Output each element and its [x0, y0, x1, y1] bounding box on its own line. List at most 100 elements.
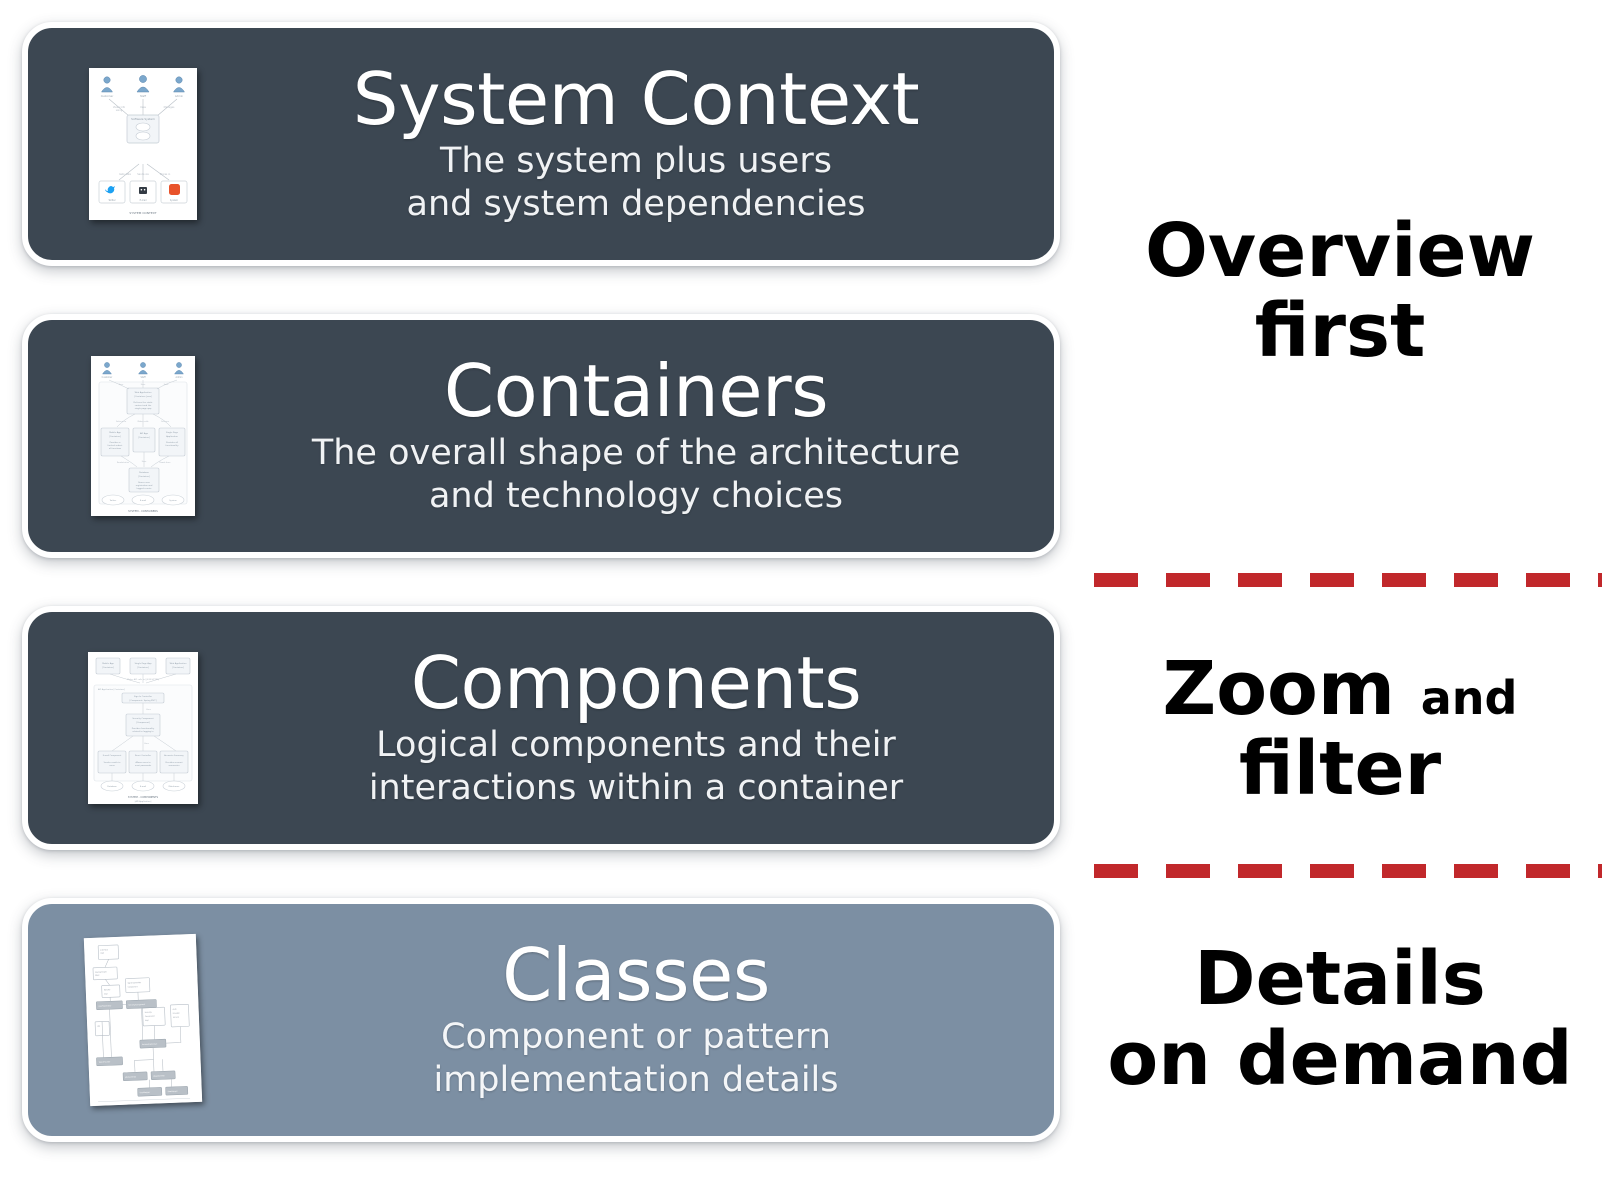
svg-text:using: using — [116, 109, 123, 112]
svg-text:SYSTEM - CONTAINERS: SYSTEM - CONTAINERS — [128, 509, 158, 513]
svg-text:Mobile App: Mobile App — [109, 431, 121, 434]
svg-text:Sign In Controller: Sign In Controller — [134, 695, 152, 698]
svg-text:Delivers: Delivers — [161, 420, 169, 423]
svg-text:Provides a: Provides a — [110, 441, 121, 444]
svg-text:Twitter: Twitter — [110, 499, 117, 502]
svg-text:Twitter: Twitter — [108, 199, 115, 202]
svg-text:Accounts Summary: Accounts Summary — [164, 754, 184, 757]
svg-text:content and the: content and the — [135, 404, 152, 407]
card-subtitle: The system plus users and system depende… — [407, 140, 866, 225]
annotation-zoom-and-filter: Zoom and filter — [1078, 649, 1602, 812]
svg-text:Mobile App: Mobile App — [102, 662, 114, 665]
svg-text:related to logging in: related to logging in — [132, 730, 154, 733]
svg-text:registration and: registration and — [136, 484, 153, 487]
svg-text:Base: Base — [95, 975, 99, 977]
svg-text:Component: Component — [128, 985, 138, 988]
svg-text:Admin: Admin — [175, 94, 184, 98]
svg-text:Customer: Customer — [101, 94, 115, 98]
svg-text:SecurityComponent: SecurityComponent — [128, 1003, 145, 1007]
svg-text:of functions: of functions — [109, 447, 121, 450]
svg-text:Security: Security — [145, 1011, 152, 1014]
svg-text:logged events: logged events — [137, 487, 152, 490]
card-text-containers: Containers The overall shape of the arch… — [258, 348, 1054, 518]
svg-text:Reset Controller: Reset Controller — [135, 754, 151, 757]
annotation-line1-big: Zoom — [1162, 646, 1395, 732]
svg-text:Service: Service — [173, 1016, 179, 1019]
svg-text:Sends via: Sends via — [137, 173, 149, 176]
svg-text:AuthenticationSvc: AuthenticationSvc — [142, 1042, 158, 1046]
card-subtitle-line2: interactions within a container — [368, 767, 904, 808]
svg-text:SYSTEM - COMPONENTS: SYSTEM - COMPONENTS — [128, 795, 159, 799]
svg-text:[Container: Java]: [Container: Java] — [134, 395, 152, 398]
svg-text:users: users — [109, 764, 114, 767]
svg-text:Provider: Provider — [173, 1012, 180, 1015]
svg-text:Impl: Impl — [104, 993, 108, 995]
card-subtitle-line2: and technology choices — [428, 475, 844, 516]
card-text-classes: Classes Component or pattern implementat… — [258, 932, 1054, 1102]
svg-text:Views info: Views info — [113, 106, 126, 109]
svg-text:Web Application: Web Application — [170, 662, 187, 665]
card-subtitle-line1: The overall shape of the architecture — [311, 433, 961, 474]
svg-text:Provides account: Provides account — [165, 761, 182, 764]
svg-text:Provides functionality: Provides functionality — [132, 727, 155, 730]
card-subtitle-line1: Logical components and their — [376, 725, 896, 766]
svg-text:Handler: Handler — [104, 988, 111, 991]
svg-text:Reads from: Reads from — [160, 461, 171, 464]
svg-text:E-mail: E-mail — [140, 786, 147, 788]
svg-text:Staff: Staff — [140, 376, 146, 379]
svg-text:Makes calls: Makes calls — [138, 421, 149, 423]
svg-text:[Component: Spring MVC]: [Component: Spring MVC] — [129, 699, 156, 702]
svg-text:Uses: Uses — [144, 743, 149, 745]
svg-text:[Container]: [Container] — [109, 435, 121, 438]
card-subtitle-line2: implementation details — [433, 1059, 839, 1100]
svg-text:Reads/writes: Reads/writes — [117, 461, 129, 464]
card-subtitle-line1: Component or pattern — [441, 1017, 831, 1058]
card-subtitle: Logical components and their interaction… — [369, 724, 903, 809]
card-title: System Context — [352, 56, 920, 141]
dashed-divider-lower — [1094, 864, 1602, 878]
svg-text:[Component]: [Component] — [136, 721, 150, 724]
svg-text:Provides all: Provides all — [166, 441, 178, 444]
card-subtitle: The overall shape of the architecture an… — [312, 432, 960, 517]
svg-text:Single Page: Single Page — [166, 432, 179, 434]
svg-text:functionality: functionality — [166, 444, 180, 447]
annotations-column: Overview first Zoom and filter Details o… — [1078, 0, 1602, 1192]
annotation-line1-small: and — [1420, 671, 1518, 725]
svg-text:Util: Util — [97, 1025, 100, 1028]
svg-text:limited subset: limited subset — [108, 444, 123, 447]
svg-text:Uses: Uses — [141, 384, 146, 386]
svg-text:Single Page App: Single Page App — [135, 662, 152, 665]
svg-text:API App: API App — [140, 432, 149, 435]
svg-text:JdbcUserDao: JdbcUserDao — [124, 1075, 136, 1078]
svg-text:E-mail: E-mail — [140, 199, 147, 202]
card-subtitle-line1: The system plus users — [440, 141, 832, 182]
components-diagram-thumbnail: Mobile App [Container] Single Page App [Co… — [88, 652, 198, 804]
svg-text:[Container]: [Container] — [172, 666, 184, 669]
annotation-line2: filter — [1238, 725, 1442, 812]
svg-text:Uses: Uses — [142, 461, 147, 463]
svg-text:[Container]: [Container] — [138, 436, 150, 439]
card-title: Classes — [502, 932, 770, 1017]
svg-text:summaries: summaries — [168, 764, 179, 767]
svg-text:E-mail: E-mail — [140, 500, 147, 502]
svg-text:Delivers to: Delivers to — [116, 420, 127, 423]
card-text-system-context: System Context The system plus users and… — [258, 56, 1054, 226]
svg-text:Gets data: Gets data — [119, 173, 131, 176]
svg-text:Impl: Impl — [145, 1020, 149, 1022]
dashed-divider-upper — [1094, 573, 1602, 587]
svg-text:SYSTEM CONTEXT: SYSTEM CONTEXT — [129, 211, 156, 215]
annotation-overview-first: Overview first — [1078, 211, 1602, 372]
svg-text:Stores in: Stores in — [160, 173, 171, 176]
svg-text:SignInController: SignInController — [128, 981, 142, 985]
svg-text:Admin: Admin — [176, 376, 184, 379]
card-title: Containers — [443, 348, 829, 433]
card-components[interactable]: Mobile App [Container] Single Page App [Co… — [22, 606, 1060, 850]
